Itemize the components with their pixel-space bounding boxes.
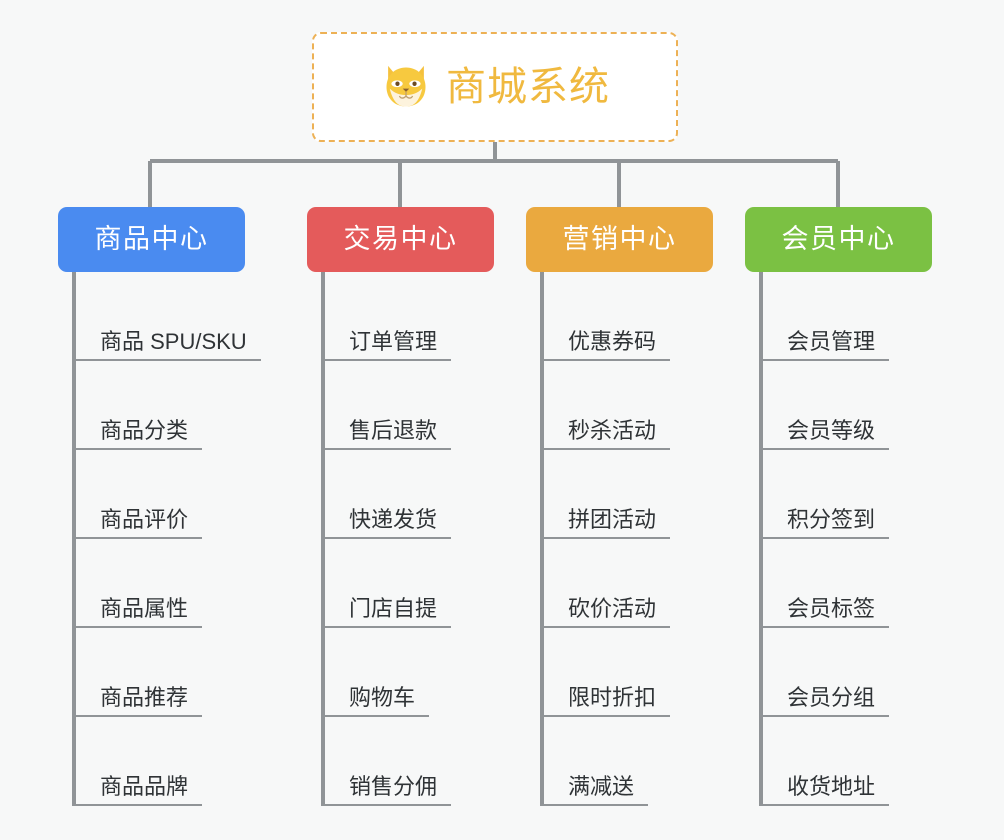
category-header-label-1: 商品中心 (94, 224, 209, 254)
column-trunk-line (540, 272, 544, 806)
leaf-item[interactable]: 秒杀活动 (541, 361, 713, 450)
leaf-item[interactable]: 拼团活动 (541, 450, 713, 539)
leaf-item[interactable]: 售后退款 (322, 361, 494, 450)
leaf-item[interactable]: 砍价活动 (541, 539, 713, 628)
leaf-label: 快递发货 (349, 506, 438, 532)
leaf-item[interactable]: 优惠券码 (541, 272, 713, 361)
leaf-label: 积分签到 (787, 506, 876, 532)
leaf-item[interactable]: 销售分佣 (322, 717, 494, 806)
category-column-3: 营销中心 优惠券码 秒杀活动 拼团活动 砍价活动 限时折扣 满减送 (526, 207, 713, 806)
leaf-label: 会员标签 (787, 595, 876, 621)
leaf-label: 会员分组 (787, 684, 876, 710)
leaf-label: 商品推荐 (100, 684, 189, 710)
leaf-label: 商品品牌 (100, 773, 189, 799)
leaf-item[interactable]: 会员标签 (760, 539, 932, 628)
leaf-label: 秒杀活动 (568, 417, 657, 443)
category-header-2[interactable]: 交易中心 (307, 207, 494, 272)
leaf-item[interactable]: 快递发货 (322, 450, 494, 539)
leaf-item[interactable]: 商品品牌 (73, 717, 261, 806)
leaf-label: 商品评价 (100, 506, 189, 532)
category-header-label-3: 营销中心 (562, 224, 677, 254)
category-header-3[interactable]: 营销中心 (526, 207, 713, 272)
category-header-label-2: 交易中心 (343, 224, 458, 254)
leaf-label: 会员等级 (787, 417, 876, 443)
leaf-list-2: 订单管理 售后退款 快递发货 门店自提 购物车 销售分佣 (307, 272, 494, 806)
category-header-label-4: 会员中心 (781, 224, 896, 254)
leaf-label: 商品 SPU/SKU (100, 328, 247, 354)
leaf-item[interactable]: 购物车 (322, 628, 494, 717)
leaf-label: 购物车 (349, 684, 416, 710)
leaf-label: 拼团活动 (568, 506, 657, 532)
leaf-list-4: 会员管理 会员等级 积分签到 会员标签 会员分组 收货地址 (745, 272, 932, 806)
column-trunk-line (759, 272, 763, 806)
leaf-list-3: 优惠券码 秒杀活动 拼团活动 砍价活动 限时折扣 满减送 (526, 272, 713, 806)
leaf-label: 销售分佣 (349, 773, 438, 799)
leaf-label: 会员管理 (787, 328, 876, 354)
leaf-item[interactable]: 订单管理 (322, 272, 494, 361)
leaf-label: 满减送 (568, 773, 635, 799)
leaf-list-1: 商品 SPU/SKU 商品分类 商品评价 商品属性 商品推荐 商品品牌 (58, 272, 261, 806)
leaf-item[interactable]: 商品 SPU/SKU (73, 272, 261, 361)
leaf-item[interactable]: 收货地址 (760, 717, 932, 806)
root-title: 商城系统 (446, 65, 610, 109)
column-trunk-line (72, 272, 76, 806)
leaf-item[interactable]: 积分签到 (760, 450, 932, 539)
category-column-1: 商品中心 商品 SPU/SKU 商品分类 商品评价 商品属性 商品推荐 商品品牌 (58, 207, 261, 806)
leaf-item[interactable]: 限时折扣 (541, 628, 713, 717)
leaf-item[interactable]: 门店自提 (322, 539, 494, 628)
leaf-label: 优惠券码 (568, 328, 657, 354)
leaf-label: 商品分类 (100, 417, 189, 443)
shiba-dog-face-icon (386, 65, 426, 107)
root-node[interactable]: 商城系统 (312, 32, 678, 142)
leaf-item[interactable]: 满减送 (541, 717, 713, 806)
leaf-label: 砍价活动 (568, 595, 657, 621)
leaf-item[interactable]: 商品推荐 (73, 628, 261, 717)
category-header-4[interactable]: 会员中心 (745, 207, 932, 272)
leaf-label: 收货地址 (787, 773, 876, 799)
column-trunk-line (321, 272, 325, 806)
leaf-item[interactable]: 会员管理 (760, 272, 932, 361)
leaf-item[interactable]: 会员等级 (760, 361, 932, 450)
leaf-label: 限时折扣 (568, 684, 657, 710)
category-column-4: 会员中心 会员管理 会员等级 积分签到 会员标签 会员分组 收货地址 (745, 207, 932, 806)
leaf-label: 商品属性 (100, 595, 189, 621)
leaf-item[interactable]: 商品分类 (73, 361, 261, 450)
category-column-2: 交易中心 订单管理 售后退款 快递发货 门店自提 购物车 销售分佣 (307, 207, 494, 806)
leaf-label: 售后退款 (349, 417, 438, 443)
leaf-label: 门店自提 (349, 595, 438, 621)
leaf-item[interactable]: 会员分组 (760, 628, 932, 717)
leaf-item[interactable]: 商品属性 (73, 539, 261, 628)
leaf-item[interactable]: 商品评价 (73, 450, 261, 539)
leaf-label: 订单管理 (349, 328, 438, 354)
category-header-1[interactable]: 商品中心 (58, 207, 245, 272)
